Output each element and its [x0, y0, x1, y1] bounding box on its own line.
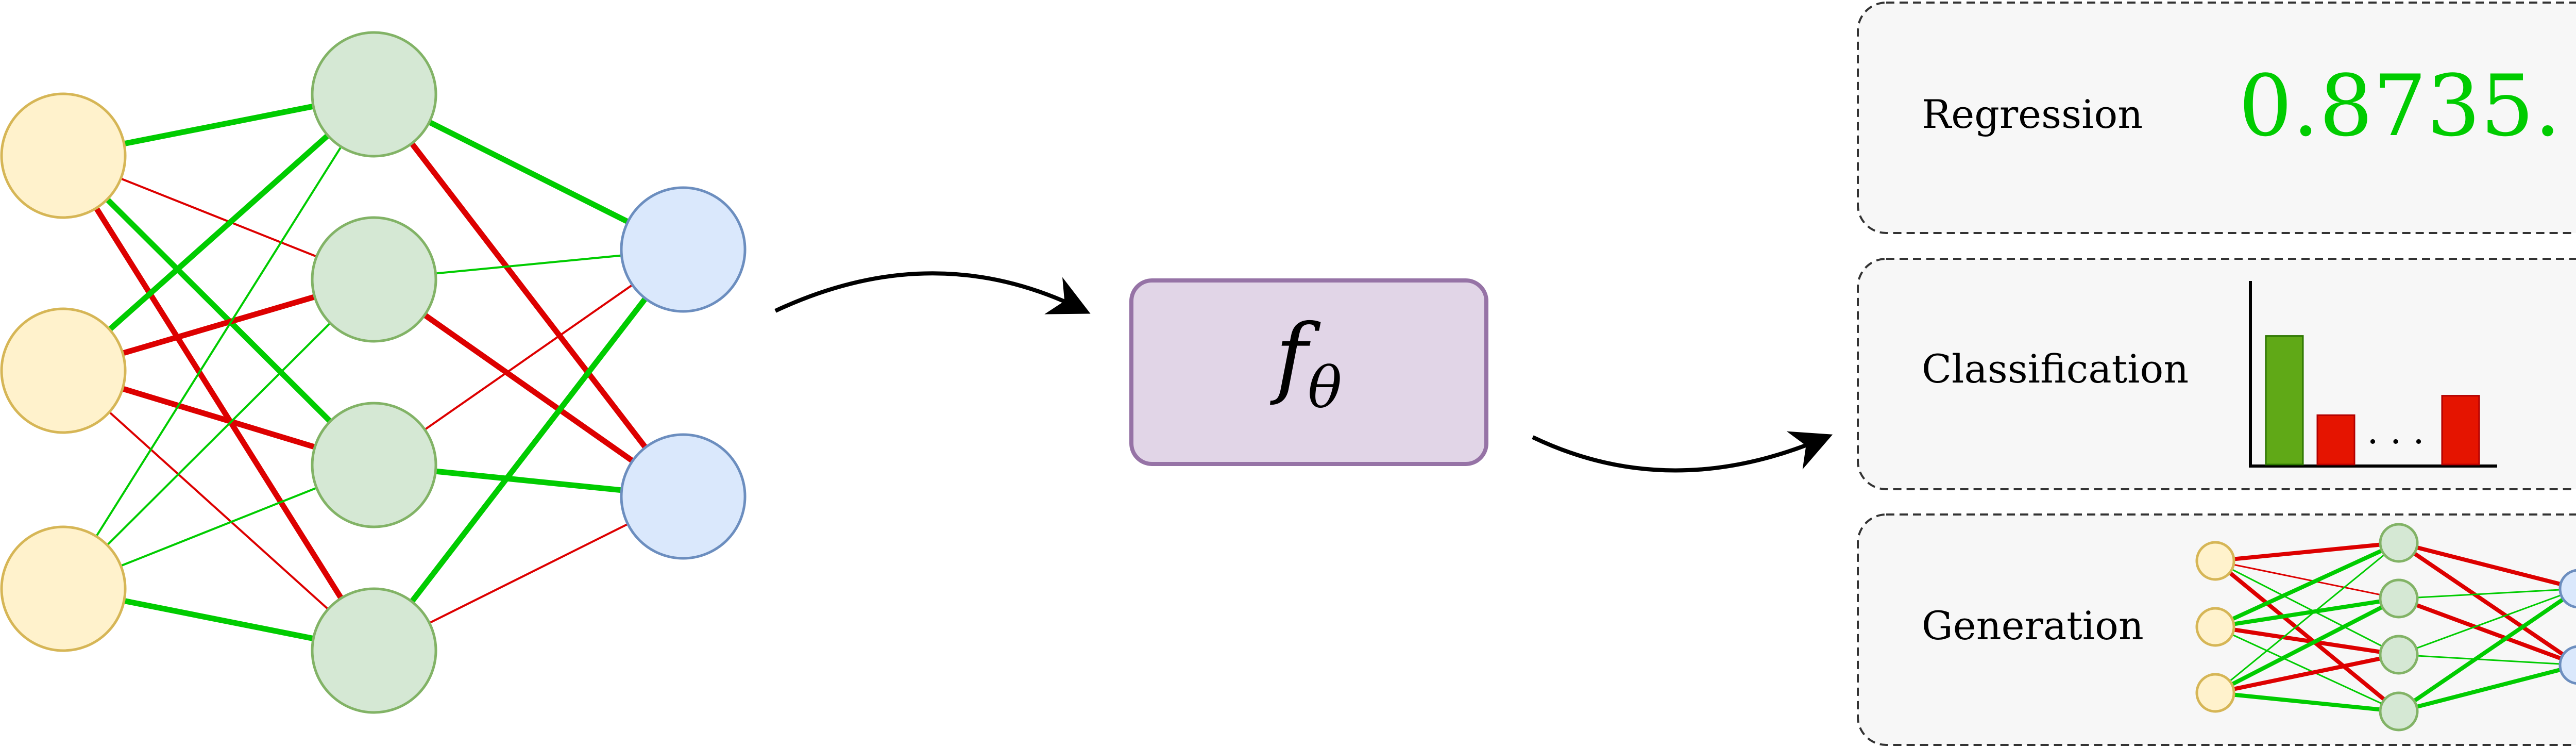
generated-network-edge-input-hidden	[2215, 541, 2399, 563]
network-edge-hidden-output	[371, 247, 686, 653]
generated-network-edge-input-hidden	[2214, 559, 2400, 713]
network-hidden-node	[311, 402, 437, 528]
generated-network-edge-hidden-output	[2398, 663, 2576, 713]
network-edge-input-hidden	[61, 92, 376, 373]
generated-network-edge-hidden-output	[2398, 588, 2576, 600]
generated-network-input-node	[2195, 673, 2235, 713]
generated-network-hidden-node	[2379, 578, 2419, 619]
class-probability-bar	[2441, 395, 2480, 466]
network-input-node	[0, 92, 127, 219]
generated-network-output-node	[2558, 569, 2576, 609]
network-edge-input-hidden	[61, 154, 376, 467]
generated-network-edge-input-hidden	[2215, 626, 2399, 712]
generation-label: Generation	[1922, 603, 2144, 649]
network-nodes	[0, 31, 747, 714]
network-hidden-node	[311, 587, 437, 714]
network-edge-input-hidden	[62, 278, 375, 590]
class-probability-bar	[2316, 414, 2355, 466]
generated-network-hidden-node	[2379, 523, 2419, 563]
function-box: fθ	[1129, 278, 1488, 466]
network-output-node	[620, 186, 747, 313]
regression-value: 0.8735. . .	[2239, 57, 2576, 155]
network-hidden-node	[311, 216, 437, 343]
network-edge-input-hidden	[62, 93, 375, 590]
generated-network-edge-input-hidden	[2215, 596, 2399, 629]
network-input-node	[0, 525, 127, 652]
classification-bar-chart: . . .	[2249, 281, 2497, 468]
class-probability-bar	[2265, 335, 2304, 466]
generated-network-hidden-node	[2379, 635, 2419, 675]
generation-panel: Generation	[1857, 513, 2576, 746]
network-output-node	[620, 433, 747, 560]
generated-network-input-node	[2195, 607, 2235, 647]
arrow-network-to-function	[774, 271, 1091, 314]
generated-network-edge-hidden-output	[2398, 541, 2576, 590]
network-input-node	[0, 307, 127, 434]
generated-network-input-node	[2195, 541, 2235, 581]
generated-network-edge-input-hidden	[2215, 542, 2399, 694]
generated-network-edge-hidden-output	[2398, 596, 2576, 667]
generated-network-edge-hidden-output	[2398, 589, 2576, 656]
generated-network-edge-input-hidden	[2215, 560, 2399, 600]
arrow-function-to-tasks	[1532, 431, 1833, 473]
network-connections	[61, 91, 686, 654]
classification-label: Classification	[1922, 346, 2189, 392]
network-hidden-node	[311, 31, 437, 158]
chart-ellipsis: . . .	[2367, 410, 2424, 452]
network-edge-input-hidden	[62, 370, 375, 652]
network-edge-input-hidden	[61, 154, 377, 652]
generated-network-edge-input-hidden	[2215, 625, 2399, 657]
generated-network-edge-input-hidden	[2215, 691, 2399, 713]
generated-network-connections	[2214, 541, 2576, 713]
generated-network-edge-input-hidden	[2215, 560, 2399, 656]
regression-panel: Regression 0.8735. . .	[1857, 2, 2576, 234]
generated-network-edge-input-hidden	[2214, 541, 2400, 629]
network-edge-hidden-output	[371, 92, 686, 499]
generated-network-edge-input-hidden	[2215, 653, 2399, 695]
generated-network	[2195, 523, 2576, 732]
neural-network	[0, 31, 747, 714]
function-subscript: θ	[1308, 355, 1342, 421]
generated-network-edge-hidden-output	[2397, 588, 2576, 713]
generated-network-output-node	[2558, 645, 2576, 685]
generated-network-edge-hidden-output	[2397, 541, 2576, 666]
generated-network-nodes	[2195, 523, 2576, 732]
generated-network-edge-hidden-output	[2398, 654, 2576, 666]
generated-network-edge-input-hidden	[2214, 596, 2400, 695]
regression-label: Regression	[1922, 91, 2143, 137]
generated-network-hidden-node	[2379, 691, 2419, 732]
classification-panel: Classification . . .	[1857, 258, 2576, 490]
